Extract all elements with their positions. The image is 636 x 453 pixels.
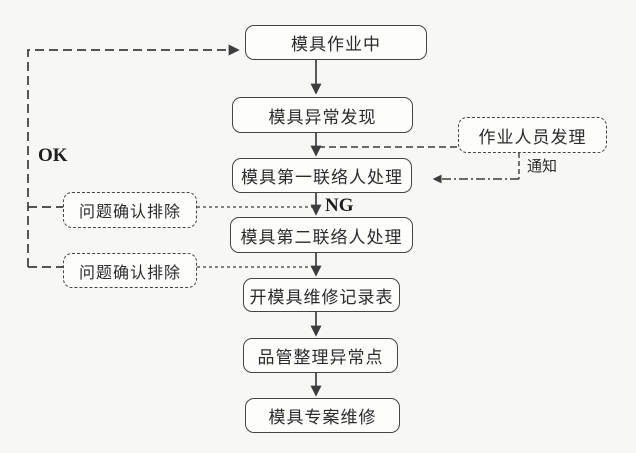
node-first-contact-handling: 模具第一联络人处理 bbox=[232, 158, 412, 193]
label-notify: 通知 bbox=[527, 158, 558, 175]
label-ng: NG bbox=[325, 195, 354, 216]
node-open-repair-record: 开模具维修记录表 bbox=[243, 278, 400, 312]
label-ok: OK bbox=[38, 145, 68, 166]
node-problem-resolved-1: 问题确认排除 bbox=[63, 192, 197, 228]
node-qc-organize-abnormal: 品管整理异常点 bbox=[243, 338, 398, 373]
edge-ok-return bbox=[27, 44, 240, 267]
node-mold-working: 模具作业中 bbox=[245, 25, 427, 60]
node-problem-resolved-2: 问题确认排除 bbox=[63, 253, 197, 288]
node-special-project-repair: 模具专案维修 bbox=[245, 398, 400, 433]
node-abnormality-found: 模具异常发现 bbox=[232, 97, 413, 133]
node-operator-handling: 作业人员发理 bbox=[458, 117, 607, 153]
node-second-contact-handling: 模具第二联络人处理 bbox=[230, 217, 413, 253]
